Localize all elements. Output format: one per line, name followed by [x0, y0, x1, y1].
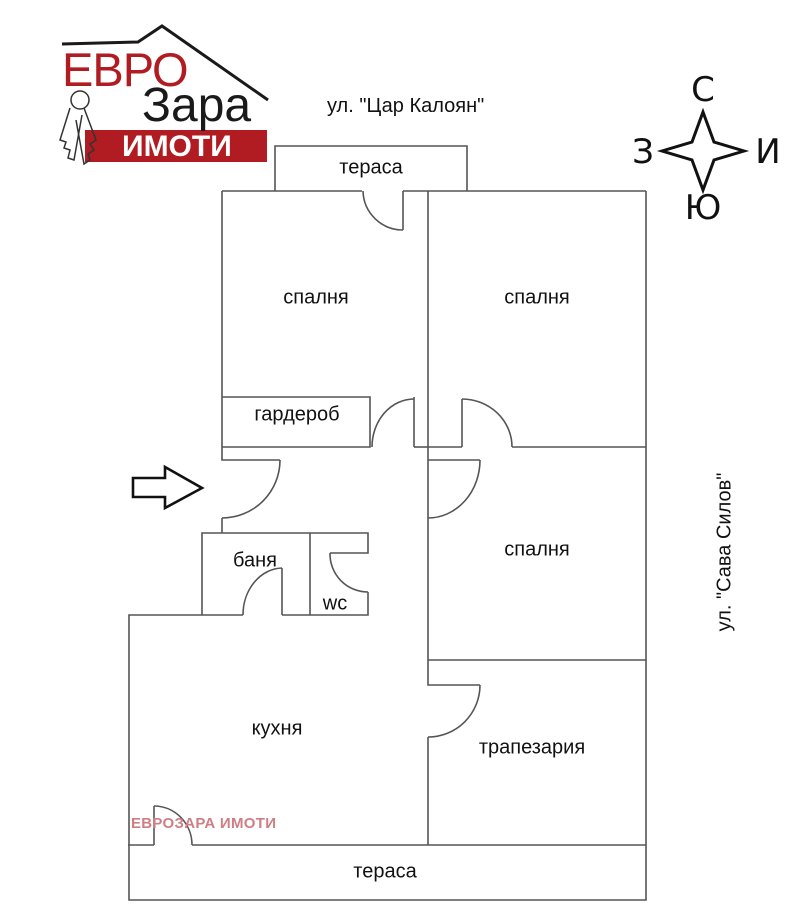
room-bedroom-3: спалня [504, 538, 570, 561]
watermark: ЕВРОЗАРА ИМОТИ [131, 815, 277, 832]
logo-zara-text: Зара [142, 79, 252, 132]
company-logo: ЕВРО Зара ИМОТИ [50, 20, 270, 165]
house-roof-icon [59, 24, 269, 165]
room-bedroom-2: спалня [504, 286, 570, 309]
room-wardrobe: гардероб [254, 403, 340, 426]
room-terrace-bottom: тераса [353, 860, 417, 883]
room-wc: wc [322, 592, 348, 615]
logo-imoti-text: ИМОТИ [122, 130, 232, 163]
compass-west: З [632, 132, 654, 172]
entrance-arrow-icon [131, 464, 205, 511]
compass-east: И [755, 132, 781, 172]
compass-north: С [691, 70, 715, 110]
keys-icon [59, 90, 97, 165]
room-kitchen: кухня [251, 717, 303, 740]
room-bathroom: баня [233, 549, 277, 572]
street-north-label: ул. "Цар Калоян" [327, 95, 485, 117]
room-dining: трапезария [478, 736, 586, 759]
compass-south: Ю [684, 188, 722, 228]
room-bedroom-1: спалня [283, 286, 349, 309]
room-terrace-top: тераса [339, 156, 403, 179]
logo-evro-text: ЕВРО [62, 43, 189, 96]
